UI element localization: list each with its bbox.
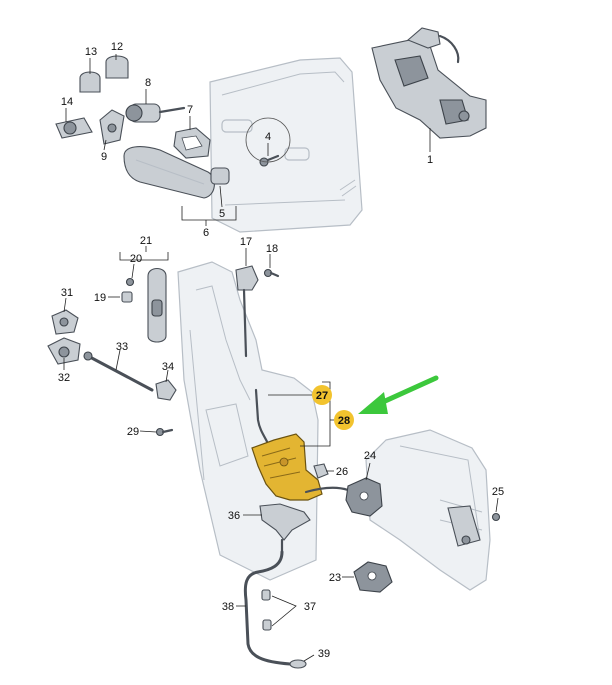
part-5-cap: [210, 167, 230, 185]
part-13-cap: [79, 71, 101, 93]
label-37: 37: [304, 601, 316, 613]
part-37-clips: [261, 589, 272, 631]
label-1: 1: [427, 154, 433, 166]
label-5: 5: [219, 208, 225, 220]
part-19-clip: [121, 291, 133, 303]
label-12: 12: [111, 41, 123, 53]
green-arrow-pointer: [358, 375, 439, 414]
part-20-screw: [125, 277, 135, 287]
label-29: 29: [127, 426, 139, 438]
label-4: 4: [265, 131, 271, 143]
label-14: 14: [61, 96, 73, 108]
part-25-screw: [491, 512, 501, 522]
part-36-guide: [259, 503, 311, 554]
part-33-rod: [83, 351, 154, 392]
upper-door-panel: [209, 57, 363, 233]
part-23-housing: [353, 561, 393, 593]
part-32-grommet: [47, 337, 81, 365]
part-6-door-handle: [123, 146, 215, 199]
label-26: 26: [336, 466, 348, 478]
label-24: 24: [364, 450, 376, 462]
label-9: 9: [101, 151, 107, 163]
label-38: 38: [222, 601, 234, 613]
label-20: 20: [130, 253, 142, 265]
part-18-screw: [263, 268, 280, 278]
part-34-clip: [155, 379, 177, 401]
label-32: 32: [58, 372, 70, 384]
badge-28-highlight: [334, 410, 354, 430]
label-31: 31: [61, 287, 73, 299]
part-38-cable: [243, 550, 292, 666]
label-34: 34: [162, 361, 174, 373]
part-26-clip: [313, 463, 329, 479]
label-27: 27: [316, 390, 328, 402]
part-31-grommet: [51, 309, 79, 335]
label-18: 18: [266, 243, 278, 255]
label-39: 39: [318, 648, 330, 660]
part-9-bracket: [99, 109, 125, 145]
label-25: 25: [492, 486, 504, 498]
highlight-badges: [312, 385, 354, 430]
part-24-catch: [345, 477, 383, 517]
part-8-lock-cylinder: [125, 103, 186, 123]
leader-lines: [63, 54, 499, 662]
lower-door-panel: [177, 261, 319, 581]
part-labels: 13 12 8 14 7 4 9 1 5 6 21 17 18 20 19 31…: [58, 41, 504, 660]
part-7-gasket: [173, 127, 211, 159]
part-1-lock-assembly: [371, 27, 487, 139]
badge-27-highlight: [312, 385, 332, 405]
part-21-bracket: [147, 267, 167, 343]
part-39-cable-end: [289, 659, 307, 669]
label-6: 6: [203, 227, 209, 239]
part-17-rod: [235, 265, 259, 358]
part-12-cap: [105, 55, 129, 79]
part-28-door-lock: [251, 433, 350, 501]
label-19: 19: [94, 292, 106, 304]
label-36: 36: [228, 510, 240, 522]
label-23: 23: [329, 572, 341, 584]
label-28: 28: [338, 415, 350, 427]
label-8: 8: [145, 77, 151, 89]
part-4-screw: [245, 117, 291, 167]
label-7: 7: [187, 104, 193, 116]
part-14-lever: [55, 117, 93, 139]
part-29-screw: [155, 427, 174, 437]
label-13: 13: [85, 46, 97, 58]
label-33: 33: [116, 341, 128, 353]
label-21: 21: [140, 235, 152, 247]
label-17: 17: [240, 236, 252, 248]
